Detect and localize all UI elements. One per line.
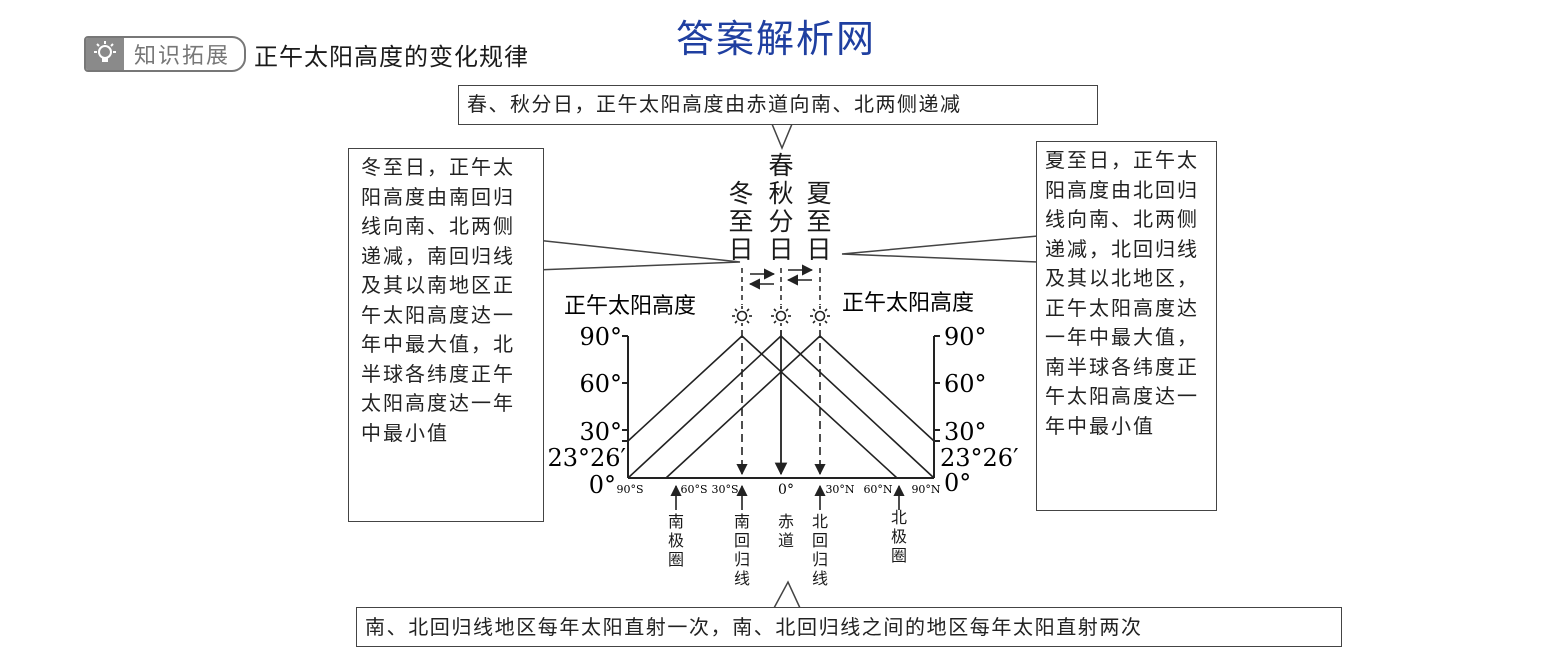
tick-left-30: 30° [579,418,622,446]
page-title: 正午太阳高度的变化规律 [254,42,530,71]
equinox-box: 春、秋分日，正午太阳高度由赤道向南、北两侧递减 [458,85,1098,125]
lat-30s: 30°S [711,483,738,496]
knowledge-badge: 知识拓展 [84,36,247,72]
bottom-box-text: 南、北回归线地区每年太阳直射一次，南、北回归线之间的地区每年太阳直射两次 [365,615,1143,639]
equinox-callout-pointer [771,123,793,150]
season-summer: 夏至日 [806,179,832,264]
axis-title-right: 正午太阳高度 [842,291,974,316]
label-arctic-circle: 北极圈 [890,508,907,565]
winter-box: 冬至日，正午太阳高度由南回归线向南、北两侧递减，南回归线及其以南地区正午太阳高度… [348,148,544,522]
label-tropic-capricorn: 南回归线 [733,512,750,588]
lat-60s: 60°S [680,483,707,496]
badge-label: 知识拓展 [134,44,231,69]
tick-left-90: 90° [579,323,622,351]
winter-box-text: 冬至日，正午太阳高度由南回归线向南、北两侧递减，南回归线及其以南地区正午太阳高度… [361,155,515,445]
label-tropic-cancer: 北回归线 [811,512,828,588]
winter-callout-pointer [535,239,741,271]
tick-left-2326: 23°26′ [547,444,626,472]
watermark: 答案解析网 [676,17,877,61]
lat-60n: 60°N [863,483,892,496]
lightbulb-icon [86,38,124,70]
bottom-callout-pointer [773,580,801,609]
tick-right-60: 60° [944,370,987,398]
tick-right-90: 90° [944,323,987,351]
section-header: 知识拓展 正午太阳高度的变化规律 [84,36,529,72]
season-equinox: 春秋分日 [768,151,794,264]
summer-box-text: 夏至日，正午太阳高度由北回归线向南、北两侧递减，北回归线及其以北地区，正午太阳高… [1045,148,1199,438]
bottom-box: 南、北回归线地区每年太阳直射一次，南、北回归线之间的地区每年太阳直射两次 [356,607,1342,647]
sun-icon [732,306,830,326]
summer-box: 夏至日，正午太阳高度由北回归线向南、北两侧递减，北回归线及其以北地区，正午太阳高… [1036,141,1217,511]
lat-0: 0° [778,482,794,498]
lat-90s: 90°S [616,483,643,496]
tick-right-2326: 23°26′ [940,444,1019,472]
tick-left-60: 60° [579,370,622,398]
label-equator: 赤道 [777,512,794,550]
equinox-box-text: 春、秋分日，正午太阳高度由赤道向南、北两侧递减 [467,92,962,116]
lat-90n: 90°N [911,483,940,496]
tick-right-0: 0° [944,469,971,497]
label-antarctic-circle: 南极圈 [667,512,684,569]
season-winter: 冬至日 [728,179,754,264]
lat-30n: 30°N [825,483,854,496]
tick-left-0: 0° [589,471,616,499]
tick-right-30: 30° [944,418,987,446]
summer-solstice-curve [665,334,935,479]
summer-callout-pointer [841,235,1039,263]
axis-title-left: 正午太阳高度 [564,294,696,319]
